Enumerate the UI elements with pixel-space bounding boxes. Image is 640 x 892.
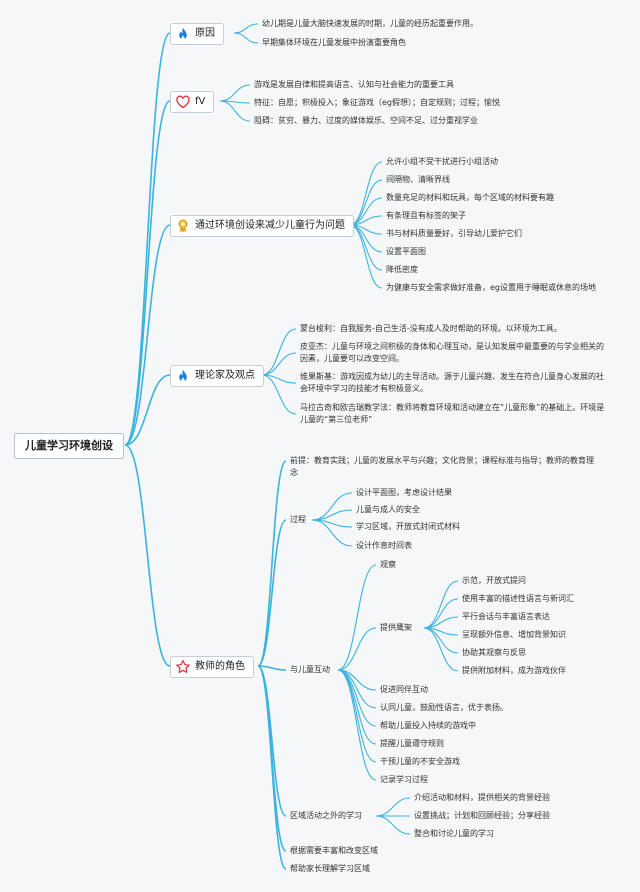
- list-item: 有条理且有标签的架子: [386, 211, 466, 220]
- outside-label: 区域活动之外的学习: [290, 811, 362, 820]
- list-item: 设计作息时间表: [356, 541, 412, 550]
- connector-line: [349, 161, 383, 226]
- connector-line: [349, 224, 383, 289]
- branch-label: 通过环境创设来减少儿童行为问题: [195, 220, 345, 231]
- list-item: 示范，开放式提问: [462, 576, 526, 585]
- connector-line: [233, 23, 259, 34]
- list-item: 提醒儿童遵守规则: [380, 739, 444, 748]
- connector-line: [233, 32, 259, 44]
- list-item: 间隔物、清晰界线: [386, 175, 450, 184]
- list-item: 皮亚杰：儿童与环境之间积极的身体和心理互动，是认知发展中最重要的与学业相关的因素…: [300, 342, 604, 363]
- star-icon: [175, 659, 191, 675]
- connector-line: [257, 460, 287, 667]
- list-item: 干预儿童的不安全游戏: [380, 757, 460, 766]
- premise-text: 前提：教育实践；儿童的发展水平与兴趣；文化背景；课程标准与指导；教师的教育理念: [290, 456, 594, 477]
- connector-line: [337, 627, 377, 671]
- root-topic[interactable]: 儿童学习环境创设: [14, 433, 124, 459]
- list-item: 数量充足的材料和玩具，每个区域的材料要有趣: [386, 193, 554, 202]
- connector-line: [257, 665, 287, 870]
- connector-line: [375, 815, 411, 835]
- list-item: 阻碍：贫穷、暴力、过度的媒体娱乐、空间不足、过分重视学业: [254, 116, 478, 125]
- branch-label: 理论家及观点: [195, 370, 255, 381]
- list-item: 使用丰富的描述性语言与新词汇: [462, 594, 574, 603]
- list-item: 特征：自愿；积极投入；象征游戏（eg假想）；自定规则；过程；愉悦: [254, 98, 500, 107]
- connector-line: [349, 224, 383, 271]
- list-item: 平行会话与丰富语言表达: [462, 612, 550, 621]
- connector-line: [261, 328, 297, 376]
- branch-play[interactable]: fV: [170, 91, 215, 113]
- list-item: 提供附加材料，成为游戏伙伴: [462, 666, 566, 675]
- connector-line: [124, 444, 171, 667]
- list-item: 降低密度: [386, 265, 418, 274]
- flame-icon: [175, 368, 191, 384]
- connector-line: [375, 797, 411, 817]
- list-item: 幼儿期是儿童大脑快速发展的时期，儿童的经历起重要作用。: [262, 19, 478, 28]
- connector-line: [261, 374, 297, 415]
- list-item: 认同儿童，鼓励性语言，优于表扬。: [380, 703, 508, 712]
- list-item: 记录学习过程: [380, 775, 428, 784]
- scaffold-label: 提供鹰架: [380, 623, 412, 632]
- connector-line: [219, 100, 251, 122]
- connector-line: [337, 669, 377, 763]
- list-item: 允许小组不受干扰进行小组活动: [386, 157, 498, 166]
- branch-label: 教师的角色: [195, 661, 245, 672]
- interaction-label: 与儿童互动: [290, 665, 330, 674]
- branch-behavior[interactable]: 通过环境创设来减少儿童行为问题: [170, 215, 354, 237]
- list-item: 学习区域，开放式封闭式材料: [356, 522, 460, 531]
- connector-line: [311, 519, 353, 547]
- connector-line: [423, 598, 459, 629]
- connector-line: [124, 100, 171, 446]
- branch-theorists[interactable]: 理论家及观点: [170, 365, 264, 387]
- connector-line: [337, 669, 377, 781]
- connector-line: [219, 84, 251, 102]
- list-item: 儿童与成人的安全: [356, 505, 420, 514]
- list-item: 马拉古奇和欧吉瑞教学法：教师将教育环境和活动建立在“儿童形象”的基础上。环境是儿…: [300, 403, 605, 424]
- connector-line: [261, 352, 297, 376]
- process-label: 过程: [290, 515, 306, 524]
- branch-teacher-role[interactable]: 教师的角色: [170, 656, 254, 678]
- list-item: 帮助儿童投入持续的游戏中: [380, 721, 476, 730]
- list-item: 为健康与安全需求做好准备，eg设置用于睡眠或休息的场地: [386, 283, 596, 292]
- list-item: 早期集体环境在儿童发展中扮演重要角色: [262, 38, 406, 47]
- connector-line: [423, 627, 459, 672]
- branch-reason[interactable]: 原因: [170, 23, 224, 45]
- list-item: 观察: [380, 560, 396, 569]
- list-item: 设置挑战；计划和回顾经验；分享经验: [414, 811, 550, 820]
- ribbon-icon: [175, 218, 191, 234]
- list-item: 根据需要丰富和改变区域: [290, 846, 378, 855]
- list-item: 整合和讨论儿童的学习: [414, 829, 494, 838]
- list-item: 蒙台梭利：自我服务-自己生活-没有成人及时帮助的环境。以环境为工具。: [300, 324, 562, 333]
- connector-line: [124, 224, 171, 446]
- connector-line: [124, 32, 171, 446]
- list-item: 设置平面图: [386, 247, 426, 256]
- list-item: 游戏是发展自律和提高语言、认知与社会能力的重要工具: [254, 80, 454, 89]
- connector-line: [257, 519, 287, 667]
- list-item: 介绍活动和材料，提供相关的背景经验: [414, 793, 550, 802]
- list-item: 维果斯基：游戏因成为幼儿的主导活动。源于儿童兴趣、发生在符合儿童身心发展的社会环…: [300, 372, 604, 393]
- list-item: 促进同伴互动: [380, 685, 428, 694]
- list-item: 帮助家长理解学习区域: [290, 864, 370, 873]
- list-item: 书与材料质量要好，引导幼儿爱护它们: [386, 229, 522, 238]
- connector-line: [423, 580, 459, 629]
- connector-line: [257, 665, 287, 671]
- connector-line: [124, 374, 171, 446]
- branch-label: fV: [195, 96, 206, 107]
- list-item: 呈现额外信息、增加背景知识: [462, 630, 566, 639]
- connector-line: [337, 564, 377, 671]
- connector-line: [311, 492, 353, 521]
- connector-line: [257, 665, 287, 817]
- heart-icon: [175, 94, 191, 110]
- list-item: 设计平面图，考虑设计结果: [356, 488, 452, 497]
- branch-label: 原因: [195, 28, 215, 39]
- flame-icon: [175, 26, 191, 42]
- list-item: 协助其观察与反思: [462, 648, 526, 657]
- connector-line: [349, 179, 383, 226]
